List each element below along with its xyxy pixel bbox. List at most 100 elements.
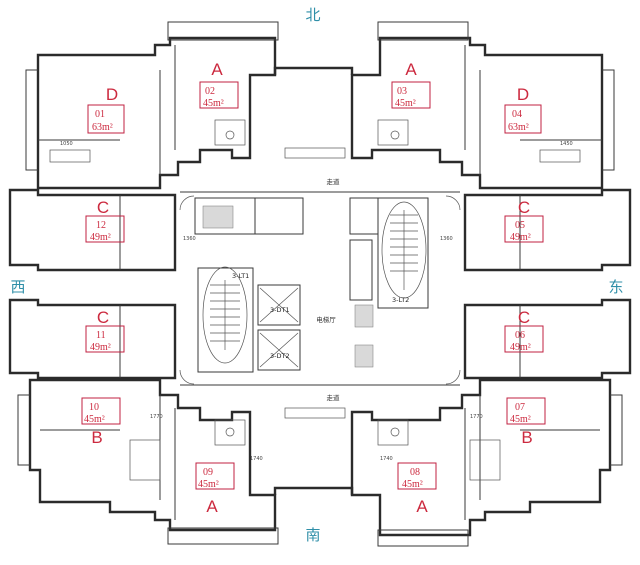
wall-west-lower xyxy=(8,298,177,380)
bay-window-01 xyxy=(25,69,38,171)
corridor-bottom-label: 走道 xyxy=(327,393,341,402)
unit-type-letter: C xyxy=(518,308,530,327)
unit-label-box xyxy=(397,462,437,490)
compass-east: 东 xyxy=(608,278,623,296)
wall-north-notch xyxy=(273,66,354,75)
corridor-top-label: 走道 xyxy=(327,177,341,186)
unit-label-box xyxy=(504,325,544,353)
unit-label-box xyxy=(391,81,431,109)
wall-north-west xyxy=(36,36,277,190)
stair-lt2-label: 3-LT2 xyxy=(392,296,409,304)
wall-west-upper xyxy=(8,188,177,272)
unit-11: C 11 49m² xyxy=(85,308,125,353)
unit-type-letter: A xyxy=(211,60,223,79)
unit-01: D 01 63m² xyxy=(87,85,125,134)
unit-type-letter: C xyxy=(518,198,530,217)
unit-number: 03 xyxy=(397,86,407,97)
unit-area: 49m² xyxy=(90,342,111,353)
unit-type-letter: A xyxy=(405,60,417,79)
elevator-dt1-label: 3-DT1 xyxy=(270,306,290,314)
unit-type-letter: D xyxy=(106,85,118,104)
unit-area: 63m² xyxy=(92,122,113,133)
dimension-label: 1770 xyxy=(150,414,163,420)
unit-label-box xyxy=(87,104,125,134)
unit-area: 45m² xyxy=(84,414,105,425)
unit-number: 01 xyxy=(95,109,105,120)
unit-03: A 03 45m² xyxy=(391,60,431,109)
unit-area: 45m² xyxy=(198,479,219,490)
fixture-details xyxy=(49,119,581,481)
unit-04: D 04 63m² xyxy=(504,85,542,134)
unit-area: 45m² xyxy=(402,479,423,490)
wall-east-lower xyxy=(463,298,632,380)
unit-area: 45m² xyxy=(510,414,531,425)
unit-number: 12 xyxy=(96,220,106,231)
balcony-09 xyxy=(167,527,279,545)
unit-area: 49m² xyxy=(510,342,531,353)
bay-window-10 xyxy=(17,394,30,466)
unit-label-box xyxy=(506,397,546,425)
unit-09: 09 45m² A xyxy=(195,462,235,516)
unit-label-box xyxy=(85,325,125,353)
unit-area: 63m² xyxy=(508,122,529,133)
unit-area: 49m² xyxy=(90,232,111,243)
bay-window-04 xyxy=(602,69,615,171)
unit-number: 06 xyxy=(515,330,525,341)
unit-type-letter: B xyxy=(521,428,532,447)
core-left xyxy=(194,197,304,373)
core-right xyxy=(349,197,429,368)
dimension-label: 1360 xyxy=(440,236,453,242)
unit-type-letter: A xyxy=(416,497,428,516)
unit-10: 10 45m² B xyxy=(81,397,121,447)
wall-east-upper xyxy=(463,188,632,272)
unit-label-box xyxy=(81,397,121,425)
unit-number: 09 xyxy=(203,467,213,478)
unit-07: 07 45m² B xyxy=(506,397,546,447)
unit-area: 49m² xyxy=(510,232,531,243)
dimension-label: 1050 xyxy=(60,141,73,147)
dimension-label: 1770 xyxy=(470,414,483,420)
dimension-label: 1740 xyxy=(380,456,393,462)
wall-north-east xyxy=(350,36,604,190)
unit-type-letter: B xyxy=(91,428,102,447)
unit-number: 02 xyxy=(205,86,215,97)
wall-south-west xyxy=(28,378,277,532)
unit-label-box xyxy=(504,104,542,134)
unit-number: 05 xyxy=(515,220,525,231)
unit-label-box xyxy=(199,81,239,109)
balcony-03 xyxy=(377,21,469,41)
compass-south: 南 xyxy=(305,526,320,544)
balcony-02 xyxy=(167,21,279,41)
dimension-label: 1360 xyxy=(183,236,196,242)
bay-window-07 xyxy=(610,394,623,466)
elevator-dt2-label: 3-DT2 xyxy=(270,352,290,360)
stair-lt1-label: 3-LT1 xyxy=(232,272,249,280)
unit-area: 45m² xyxy=(203,98,224,109)
unit-number: 10 xyxy=(89,402,99,413)
unit-number: 08 xyxy=(410,467,420,478)
unit-label-box xyxy=(195,462,235,490)
unit-12: C 12 49m² xyxy=(85,198,125,243)
unit-number: 11 xyxy=(96,330,106,341)
unit-type-letter: C xyxy=(97,198,109,217)
unit-label-box xyxy=(85,215,125,243)
dimension-label: 1450 xyxy=(560,141,573,147)
wall-south-notch xyxy=(273,486,354,495)
unit-05: C 05 49m² xyxy=(504,198,544,243)
unit-type-letter: D xyxy=(517,85,529,104)
interior-walls xyxy=(38,45,602,520)
unit-type-letter: A xyxy=(206,497,218,516)
balcony-08 xyxy=(377,529,469,547)
elevator-hall-label: 电梯厅 xyxy=(316,315,336,324)
unit-number: 07 xyxy=(515,402,525,413)
unit-02: A 02 45m² xyxy=(199,60,239,109)
unit-06: C 06 49m² xyxy=(504,308,544,353)
dimension-label: 1740 xyxy=(250,456,263,462)
unit-number: 04 xyxy=(512,109,522,120)
unit-type-letter: C xyxy=(97,308,109,327)
compass-north: 北 xyxy=(305,6,320,24)
unit-08: 08 45m² A xyxy=(397,462,437,516)
unit-label-box xyxy=(504,215,544,243)
compass-west: 西 xyxy=(10,278,25,296)
